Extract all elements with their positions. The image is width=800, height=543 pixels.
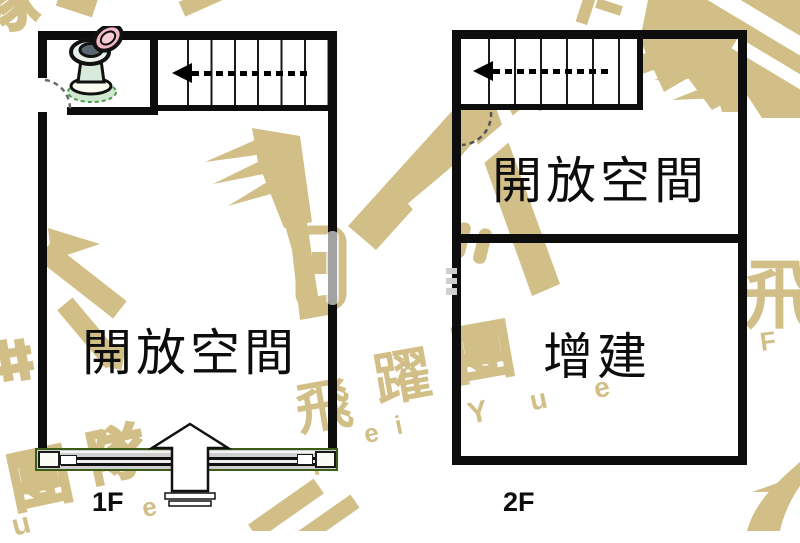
shutter-right-cap [315, 451, 336, 468]
wall-2f-bottom [452, 456, 747, 465]
stairs-2f [461, 39, 643, 110]
floor-label-2f: 2F [503, 487, 535, 517]
shutter-slat-channel [61, 457, 317, 466]
stairs-1f [158, 40, 328, 111]
stair-treads-2f [488, 39, 643, 110]
shutter-highlight [39, 451, 334, 453]
wall-2f-divider [452, 234, 747, 243]
wall-bathroom-right [150, 40, 158, 111]
room-label-addition-2f: 增建 [543, 328, 651, 386]
shutter-left-latch [60, 455, 77, 465]
stair-right-edge-2f [637, 39, 643, 110]
wall-1f-top [38, 31, 337, 40]
watermark-char-fei-right: 飛 [744, 251, 800, 340]
stair-edge-1f [158, 105, 328, 111]
roller-shutter-door [35, 448, 338, 471]
stair-edge-2f [461, 104, 643, 110]
wall-2f-left [452, 30, 461, 465]
wall-1f-left-lower [38, 112, 47, 449]
stair-direction-arrow-icon-2f [473, 61, 493, 81]
stair-direction-dashes-2f [493, 69, 613, 74]
room-label-open-space-2f: 開放空間 [492, 152, 708, 210]
shutter-left-cap [38, 451, 60, 468]
wall-1f-left-upper [38, 31, 47, 78]
wall-2f-top [452, 30, 747, 39]
wall-2f-right [738, 30, 747, 465]
floor-plans: 開放空間 1F 開放空間 增建 2F [35, 26, 747, 517]
stair-direction-dashes-1f [192, 71, 312, 76]
wall-bathroom-bottom [67, 107, 158, 115]
wall-1f-right [328, 31, 337, 449]
room-label-open-space-1f: 開放空間 [82, 324, 298, 382]
shutter-right-latch [297, 454, 313, 465]
floor-label-1f: 1F [92, 487, 124, 517]
toilet-icon [67, 26, 124, 103]
stair-direction-arrow-icon-1f [172, 63, 192, 83]
